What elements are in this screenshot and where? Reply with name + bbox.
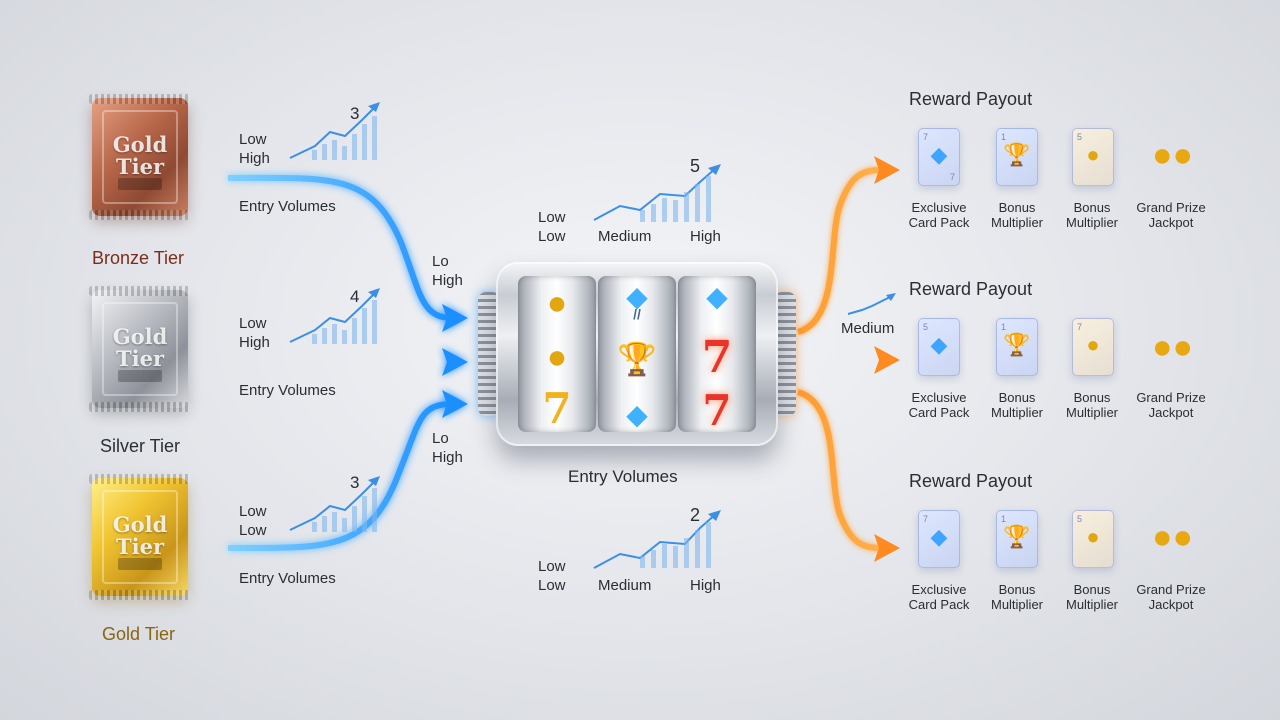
rate-high-label: Low [239, 522, 267, 539]
gear-left-icon [478, 292, 500, 416]
gold-coins-icon: ●● [1152, 136, 1194, 174]
flow-high-label: High [432, 449, 463, 466]
bronze-tier-pack: Gold Tier [89, 94, 191, 220]
entry-count: 4 [350, 287, 360, 306]
arrowhead-out-mid [874, 346, 900, 374]
reward-payout-title: Reward Payout [909, 471, 1033, 491]
bronze-tier-label: Bronze Tier [92, 248, 185, 268]
coins-icon: ● [546, 284, 568, 322]
flow-arrow-out-top [796, 167, 881, 335]
trend-chart-machine-bottom [593, 510, 721, 569]
diamond-icon: ◆ [626, 399, 648, 430]
trophy-card-icon: 1 🏆 [996, 128, 1038, 186]
entry-volumes-label: Entry Volumes [239, 382, 336, 399]
reward-label: Bonus Multiplier [1065, 582, 1118, 612]
slot-machine: ● ● 7 ◆ // 🏆 ◆ ◆ 7 7 [478, 262, 796, 446]
rate-low-label: Low [239, 503, 267, 520]
trend-chart-output-medium [847, 293, 896, 315]
flow-arrow-bronze [227, 174, 453, 321]
reward-label: Bonus Multiplier [990, 200, 1043, 230]
silver-tier-label: Silver Tier [100, 436, 181, 456]
arrowhead-out-top [874, 156, 900, 184]
gold-coins-icon: ●● [1152, 328, 1194, 366]
pack-text: Gold Tier [112, 132, 168, 179]
reel-2: ◆ // 🏆 ◆ [598, 276, 676, 432]
diamond-card-icon: 7 ◆ [918, 510, 960, 568]
flow-low-label: Lo [432, 253, 449, 270]
rate-low-label: Low [239, 315, 267, 332]
coins-icon: ● [546, 338, 568, 376]
entry-volumes-label: Entry Volumes [239, 198, 336, 215]
reward-label: Bonus Multiplier [1065, 200, 1118, 230]
machine-top-count: 5 [690, 156, 701, 176]
machine-top-medium: Medium [598, 228, 652, 245]
gold-tier-label: Gold Tier [102, 624, 176, 644]
pack-text: Gold Tier [112, 512, 168, 559]
gold-tier-pack: Gold Tier [89, 474, 191, 600]
arrowhead-silver [442, 348, 468, 376]
gold-coins-icon: ●● [1152, 518, 1194, 556]
machine-top-low-1: Low [538, 209, 566, 226]
reward-label: Exclusive Card Pack [908, 200, 970, 230]
reward-label: Exclusive Card Pack [908, 582, 970, 612]
trophy-icon: 🏆 [617, 341, 657, 377]
coins-card-icon: 7 ● [1072, 318, 1114, 376]
entry-count: 3 [350, 473, 360, 492]
reward-label: Grand Prize Jackpot [1136, 200, 1206, 230]
rate-low-label: Low [239, 131, 267, 148]
flow-high-label: High [432, 272, 463, 289]
seven-red-icon: 7 [702, 386, 732, 435]
machine-top-low-2: Low [538, 228, 566, 245]
diamond-icon: ◆ [626, 281, 648, 312]
reward-label: Bonus Multiplier [1065, 390, 1118, 420]
arrowhead-bronze [442, 304, 468, 332]
seven-red-icon: 7 [701, 332, 733, 383]
machine-top-high: High [690, 228, 721, 245]
entry-volumes-label: Entry Volumes [239, 570, 336, 587]
reward-label: Grand Prize Jackpot [1136, 582, 1206, 612]
coins-card-icon: 5 ● [1072, 128, 1114, 186]
diamond-icon: ◆ [706, 281, 728, 312]
output-medium-label: Medium [841, 320, 895, 337]
machine-bottom-low-2: Low [538, 577, 566, 594]
pack-text: Gold Tier [112, 324, 168, 371]
trend-chart-silver [289, 288, 380, 344]
reward-label: Grand Prize Jackpot [1136, 390, 1206, 420]
flow-arrow-out-bottom [796, 389, 881, 551]
seven-gold-icon: 7 [542, 384, 572, 433]
entry-count: 3 [350, 104, 360, 123]
trophy-card-icon: 1 🏆 [996, 510, 1038, 568]
machine-bottom-count: 2 [690, 505, 701, 525]
machine-label: Entry Volumes [568, 467, 678, 486]
flow-arrow-gold [227, 401, 453, 552]
reel-1: ● ● 7 [518, 276, 596, 433]
trophy-card-icon: 1 🏆 [996, 318, 1038, 376]
rate-high-label: High [239, 150, 270, 167]
arrowhead-out-bottom [874, 534, 900, 562]
arrowhead-gold [442, 390, 468, 418]
trend-chart-gold [289, 476, 380, 532]
diamond-card-icon: 5 ◆ [918, 318, 960, 376]
gear-right-icon [774, 292, 796, 416]
reward-payout-title: Reward Payout [909, 89, 1033, 109]
reward-label: Bonus Multiplier [990, 390, 1043, 420]
trend-chart-bronze [289, 102, 380, 160]
silver-tier-pack: Gold Tier [89, 286, 191, 412]
rate-high-label: High [239, 334, 270, 351]
machine-bottom-medium: Medium [598, 577, 652, 594]
machine-bottom-low-1: Low [538, 558, 566, 575]
trend-chart-machine-top [593, 164, 721, 222]
machine-bottom-high: High [690, 577, 721, 594]
flow-low-label: Lo [432, 430, 449, 447]
coins-card-icon: 5 ● [1072, 510, 1114, 568]
reward-payout-title: Reward Payout [909, 279, 1033, 299]
reel-3: ◆ 7 7 [678, 276, 756, 435]
reward-label: Bonus Multiplier [990, 582, 1043, 612]
reward-label: Exclusive Card Pack [908, 390, 970, 420]
bars-icon: // [633, 306, 641, 322]
